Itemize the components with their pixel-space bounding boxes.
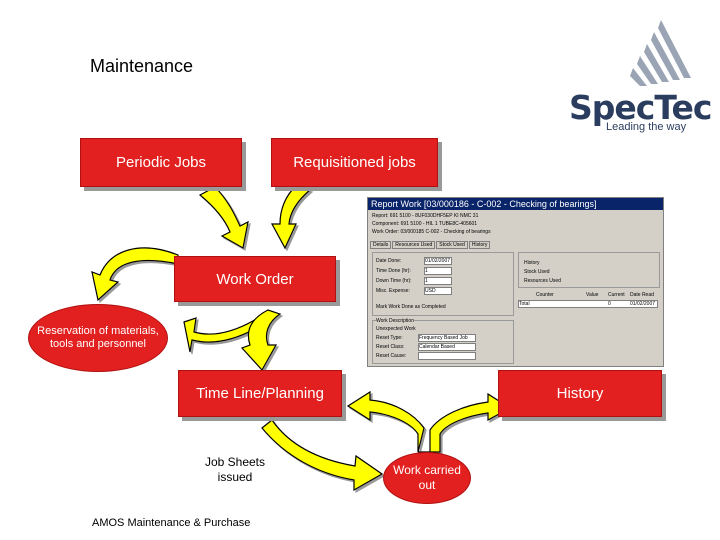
report-work-window: Report Work [03/000186 - C-002 - Checkin… [367,197,664,367]
spectec-logo: SpecTec Leading the way [566,18,712,138]
grid-header: Value [586,292,599,298]
field-label: Reset Type: [376,335,403,341]
arrow-timeline-to-workdone [261,419,384,492]
grid-header: Counter [536,292,554,298]
work-description-label: Work Description [376,318,414,324]
tab-history[interactable]: History [468,241,491,249]
field-label: Date Done: [376,258,402,264]
info-row: Report: 691 5100 - 8UF030DHF5EP KI NMC 3… [372,213,479,219]
arrow-requisitioned-to-workorder [270,185,312,250]
info-row: Component: 691 5100 - HIL 1 TUBE8C-40560… [372,221,478,227]
page-title: Maintenance [90,56,194,76]
date-done-field[interactable]: 01/02/2007 [424,257,452,265]
arrow-workorder-to-timeline [240,309,282,372]
expense-currency[interactable]: USD [424,287,452,295]
window-title: Report Work [03/000186 - C-002 - Checkin… [368,198,663,210]
grid-header: Date Read [630,292,654,298]
grid-cell: 01/02/2007 [630,301,656,307]
reset-cause-select[interactable] [418,352,476,360]
details-group [372,252,514,316]
logo-tagline: Leading the way [606,121,687,133]
arrow-workdone-split [346,390,512,453]
node-work-order: Work Order [174,256,336,302]
checkbox-group [518,252,660,288]
node-requisitioned-jobs: Requisitioned jobs [271,138,438,187]
node-history: History [498,370,662,417]
tab-details[interactable]: Details [370,241,392,249]
spectec-logo-icon [630,20,691,86]
arrow-workorder-to-reservation [91,247,179,302]
caption-job-sheets: Job Sheets issued [204,455,266,484]
work-description-group [372,320,514,364]
reset-type-select[interactable]: Frequency Based Job [418,334,476,342]
footer-caption: AMOS Maintenance & Purchase [92,517,251,529]
down-time-field[interactable]: 1 [424,277,452,285]
checkbox-history[interactable]: History [524,260,540,266]
tab-resources-used[interactable]: Resources Used [392,241,436,249]
logo-brand: SpecTec [569,88,712,127]
field-label: Time Done (hr): [376,268,411,274]
grid-cell: Total [519,301,530,307]
unexpected-work-checkbox[interactable]: Unexpected Work [376,326,416,332]
field-label: Reset Cause: [376,353,407,359]
mark-completed-checkbox[interactable]: Mark Work Done as Completed [376,304,446,310]
window-tabs: Details Resources Used Stock Used Histor… [370,241,491,249]
node-time-line-planning: Time Line/Planning [178,370,342,417]
info-row: Work Order: 03/000185 C-002 - Checking o… [372,229,491,235]
checkbox-stock-used[interactable]: Stock Used [524,269,550,275]
arrow-periodic-to-workorder [198,186,249,249]
time-done-field[interactable]: 1 [424,267,452,275]
field-label: Misc. Expense: [376,288,410,294]
node-reservation: Reservation of materials, tools and pers… [28,304,168,372]
grid-cell: 0 [608,301,611,307]
reset-class-select[interactable]: Calendar Based [418,343,476,351]
tab-stock-used[interactable]: Stock Used [436,241,468,249]
checkbox-resources-used[interactable]: Resources Used [524,278,561,284]
field-label: Reset Class: [376,344,405,350]
node-periodic-jobs: Periodic Jobs [80,138,242,187]
grid-row[interactable]: Total [518,300,658,308]
grid-header: Current [608,292,625,298]
field-label: Down Time (hr): [376,278,412,284]
node-work-carried-out: Work carried out [383,452,471,504]
